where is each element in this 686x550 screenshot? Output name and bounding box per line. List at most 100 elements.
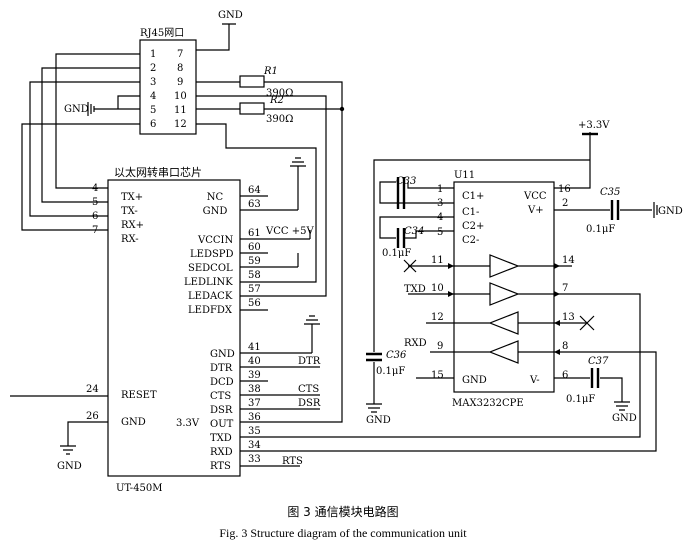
rj45-body <box>139 39 197 135</box>
ut450m-pin-name: RX+ <box>121 220 144 231</box>
ut450m-pin-num: 64 <box>248 185 261 196</box>
max-pin-num: 14 <box>562 255 575 266</box>
gnd-label-c36: GND <box>366 415 391 426</box>
ut450m-pin-name: DCD <box>210 377 234 388</box>
ut450m-pin-num: 41 <box>248 342 261 353</box>
led-wires <box>196 95 343 423</box>
ut450m-pin-num: 39 <box>248 370 261 381</box>
max-pin-num: 6 <box>562 370 568 381</box>
ut450m-pin-name: GND <box>121 417 146 428</box>
ut450m-pin-num: 24 <box>86 384 99 395</box>
max-pin-name: VCC <box>523 191 547 202</box>
r2-body <box>239 102 265 115</box>
gnd-label-c35: GND <box>658 206 683 217</box>
ut450m-pin-name: VCCIN <box>197 235 233 246</box>
rj45-pin-3: 3 <box>150 77 156 88</box>
max-pin-num: 11 <box>431 255 444 266</box>
ut450m-pin-num: 35 <box>248 426 261 437</box>
gnd-symbol-ut450: GND <box>57 421 108 472</box>
max3232-part-label: MAX3232CPE <box>452 398 524 409</box>
rj45-pin-10: 10 <box>174 91 187 102</box>
c36-value: 0.1μF <box>376 366 405 377</box>
ut450m-body <box>107 179 241 477</box>
rxd-wire <box>240 351 657 452</box>
gnd-symbol-top: GND <box>196 10 243 51</box>
gnd-label-top: GND <box>218 10 243 21</box>
gnd-symbol-63 <box>290 157 306 210</box>
net-label-dsr: DSR <box>298 398 321 409</box>
ut450m-pin-num: 36 <box>248 412 261 423</box>
ut450m-vcc-label: VCC +5V <box>265 226 314 237</box>
max3232-body <box>453 181 555 393</box>
caption-en: Fig. 3 Structure diagram of the communic… <box>219 526 467 540</box>
ut450m-pin-name: DTR <box>210 363 233 374</box>
max3232-rxd-label: RXD <box>404 338 427 349</box>
max-pin-name: GND <box>462 375 487 386</box>
ut450m-pin-name: RXD <box>210 447 233 458</box>
ut450m-pin-num: 60 <box>248 242 261 253</box>
ut450m-pin-name: TXD <box>210 433 232 444</box>
net-label-cts: CTS <box>298 384 319 395</box>
ut450m-right-pins: NC 64 GND 63 VCCIN 61 LEDSPD 60 SEDCOL 5… <box>184 185 261 472</box>
max-pin-name: C2+ <box>462 221 484 232</box>
ut450m-pin-num: 4 <box>92 183 98 194</box>
rj45-pin-1: 1 <box>150 49 156 60</box>
ethernet-wires <box>21 53 140 231</box>
max-pin-num: 15 <box>431 370 444 381</box>
ut450m-pin-stubs <box>240 195 320 467</box>
net-label-dtr: DTR <box>298 356 321 367</box>
resistor-r2: R2 390Ω <box>196 95 345 125</box>
ut450m-pin-num: 34 <box>248 440 261 451</box>
ut450m-pin-name: GND <box>203 206 228 217</box>
capacitor-c33: C33 <box>379 176 454 209</box>
max3232-txd-label: TXD <box>404 284 426 295</box>
net-label-rts: RTS <box>282 456 303 467</box>
rj45-pin-4: 4 <box>150 91 156 102</box>
ut450m-pin-num: 61 <box>248 228 261 239</box>
max-pin-num: 5 <box>437 227 443 238</box>
ut450m-33v-label: 3.3V <box>176 418 200 429</box>
max-pin-num: 1 <box>437 184 443 195</box>
capacitor-c35: C35 0.1μF GND <box>554 187 683 235</box>
ut450m-pin-num: 6 <box>92 211 98 222</box>
max3232-ref: U11 <box>454 170 475 181</box>
resistor-r1: R1 390Ω <box>196 66 343 108</box>
ut450m-pin-name: CTS <box>210 391 231 402</box>
gnd-label-left: GND <box>64 104 89 115</box>
ut450m-pin-num: 37 <box>248 398 261 409</box>
ut450m-pin-name: OUT <box>210 419 234 430</box>
ut450m-pin-num: 59 <box>248 256 261 267</box>
c35-value: 0.1μF <box>586 224 615 235</box>
c37-value: 0.1μF <box>566 394 595 405</box>
txd-wire <box>240 293 641 438</box>
max-pin-name: C1+ <box>462 191 484 202</box>
max-pin-num: 10 <box>431 283 444 294</box>
ut450m-pin-name: DSR <box>210 405 233 416</box>
ut450m-pin-num: 5 <box>92 197 98 208</box>
ut450m-pin-num: 38 <box>248 384 261 395</box>
nc-mark-11 <box>403 259 417 273</box>
ut450m-pin-name: LEDACK <box>188 291 233 302</box>
c34-label: C34 <box>404 226 424 237</box>
rj45-pin-2: 2 <box>150 63 156 74</box>
capacitor-c37: C37 0.1μF GND <box>554 356 637 424</box>
rj45-pins-right: 7 8 9 10 11 12 <box>174 49 187 130</box>
ut450m-chip: 以太网转串口芯片 UT-450M 4 TX+ 5 TX- 6 RX+ 7 RX-… <box>10 157 657 494</box>
ut450m-pin-name: LEDSPD <box>190 249 234 260</box>
ut450m-pin-name: TX+ <box>121 192 143 203</box>
rj45-pin-11: 11 <box>174 105 187 116</box>
max-pin-num: 12 <box>431 312 444 323</box>
ut450m-pin-name: LEDLINK <box>184 277 233 288</box>
max-pin-num: 7 <box>562 283 568 294</box>
max-pin-num: 16 <box>558 184 571 195</box>
supply-wire <box>373 132 591 352</box>
ut450m-pin-num: 7 <box>92 225 98 236</box>
nc-mark-13 <box>579 315 595 331</box>
ut450m-pin-num: 58 <box>248 270 261 281</box>
gnd-symbol-left: GND <box>64 102 140 116</box>
capacitor-c36: C36 0.1μF GND <box>366 350 407 426</box>
max3232-right-pins: VCC 16 V+ 2 14 7 13 8 V- 6 <box>523 184 575 386</box>
rj45-connector: RJ45网口 1 2 3 4 5 6 7 8 9 10 11 12 <box>139 27 197 135</box>
rj45-pin-9: 9 <box>177 77 183 88</box>
